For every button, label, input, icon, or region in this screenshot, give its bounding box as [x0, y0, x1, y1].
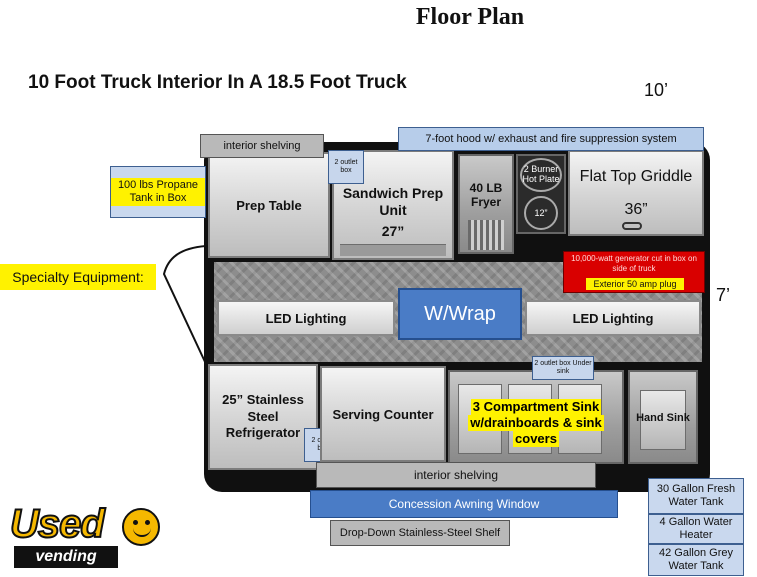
- sink-label-line2: w/drainboards & sink: [468, 414, 604, 432]
- flat-top-griddle: Flat Top Griddle 36”: [568, 150, 704, 236]
- wrap-label: W/Wrap: [398, 288, 522, 340]
- propane-tank-text: 100 lbs Propane Tank in Box: [111, 178, 205, 206]
- fresh-water-tank: 30 Gallon Fresh Water Tank: [648, 478, 744, 514]
- hot-plate-size: 12”: [524, 196, 558, 230]
- smiley-eye-left: [133, 520, 138, 525]
- propane-tank-label: 100 lbs Propane Tank in Box: [110, 166, 206, 218]
- exterior-plug-label: Exterior 50 amp plug: [586, 278, 684, 290]
- sink-label-line1: 3 Compartment Sink: [470, 398, 602, 415]
- hand-sink-label: Hand Sink: [636, 412, 690, 425]
- fryer-basket: [468, 220, 504, 250]
- fryer-label: 40 LB Fryer: [469, 180, 503, 209]
- sandwich-prep-label: Sandwich Prep Unit: [342, 185, 444, 218]
- concession-awning-window: Concession Awning Window: [310, 490, 618, 518]
- smiley-eye-right: [145, 520, 150, 525]
- generator-box: 10,000-watt generator cut in box on side…: [563, 251, 705, 293]
- griddle-size: 36”: [624, 201, 648, 218]
- fryer: 40 LB Fryer: [458, 154, 514, 254]
- grey-water-tank: 42 Gallon Grey Water Tank: [648, 544, 744, 576]
- smiley-coin-icon: [122, 508, 160, 546]
- exhaust-hood-label: 7-foot hood w/ exhaust and fire suppress…: [398, 127, 704, 151]
- logo-vending: vending: [14, 546, 118, 568]
- specialty-bracket: [162, 245, 207, 365]
- led-lighting-right: LED Lighting: [525, 300, 701, 336]
- width-dimension: 7’: [716, 285, 731, 305]
- prep-table: Prep Table: [208, 152, 330, 258]
- used-vending-logo: Used vending: [6, 501, 166, 577]
- smiley-mouth: [133, 528, 151, 537]
- water-heater: 4 Gallon Water Heater: [648, 514, 744, 544]
- page-subtitle: 10 Foot Truck Interior In A 18.5 Foot Tr…: [28, 72, 407, 93]
- interior-shelving-top: interior shelving: [200, 134, 324, 158]
- outlet-box-under-sink: 2 outlet box Under sink: [532, 356, 594, 380]
- hand-sink: Hand Sink: [628, 370, 698, 464]
- prep-unit-drawer: [340, 244, 446, 256]
- hot-plate-burner-top: 2 Burner Hot Plate: [520, 158, 562, 192]
- sandwich-prep-unit: Sandwich Prep Unit 27”: [332, 150, 454, 260]
- page-title: Floor Plan: [415, 3, 525, 30]
- hot-plate: 2 Burner Hot Plate 12”: [516, 154, 566, 234]
- stainless-refrigerator: 25” Stainless Steel Refrigerator: [208, 364, 318, 470]
- griddle-label: Flat Top Griddle: [579, 168, 693, 185]
- outlet-box-prep: 2 outlet box: [328, 150, 364, 184]
- sink-label: 3 Compartment Sink w/drainboards & sink …: [466, 392, 606, 454]
- hand-sink-basin: [640, 390, 686, 450]
- drop-down-shelf: Drop-Down Stainless-Steel Shelf: [330, 520, 510, 546]
- led-lighting-left: LED Lighting: [217, 300, 395, 336]
- length-dimension: 10’: [644, 80, 669, 100]
- sandwich-prep-size: 27”: [381, 223, 405, 239]
- logo-used: Used: [9, 501, 106, 547]
- serving-counter: Serving Counter: [320, 366, 446, 462]
- griddle-knob: [622, 222, 642, 230]
- generator-label: 10,000-watt generator cut in box on side…: [571, 254, 697, 273]
- sink-label-line3: covers: [513, 431, 559, 448]
- specialty-equipment-label: Specialty Equipment:: [0, 264, 156, 290]
- interior-shelving-bottom: interior shelving: [316, 462, 596, 488]
